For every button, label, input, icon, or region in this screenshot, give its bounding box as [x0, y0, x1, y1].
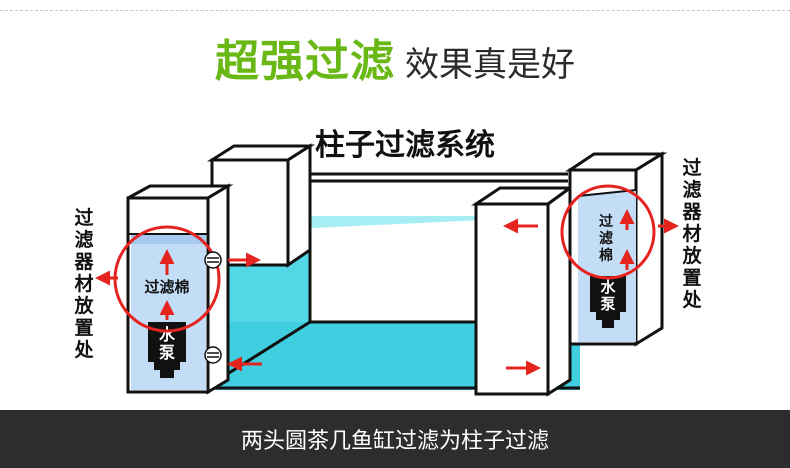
left-side-label: 过滤器材放置处	[73, 207, 94, 361]
left-pipes	[204, 251, 222, 364]
pillar-front-right	[471, 185, 575, 397]
left-pump-label-1: 水	[159, 325, 176, 344]
tank-back-rim	[308, 172, 568, 183]
right-pump: 水 泵	[590, 276, 626, 328]
system-title: 柱子过滤系统	[315, 128, 495, 163]
left-pump-label-2: 泵	[158, 343, 175, 362]
right-side-label: 过滤器材放置处	[681, 157, 702, 311]
top-dashed-divider	[0, 10, 790, 11]
right-pump-label-1: 水	[600, 278, 616, 296]
caption-bar: 两头圆茶几鱼缸过滤为柱子过滤	[0, 410, 790, 468]
right-pump-label-2: 泵	[600, 295, 615, 313]
headline: 超强过滤效果真是好	[0, 30, 790, 103]
right-cotton-label: 过滤棉	[599, 213, 613, 264]
right-pillar-arrows	[503, 218, 541, 376]
headline-normal: 效果真是好	[405, 45, 575, 85]
left-cotton-label: 过滤棉	[144, 278, 189, 296]
headline-strong: 超强过滤	[215, 36, 395, 87]
right-highlight-circle	[560, 184, 656, 280]
caption-text: 两头圆茶几鱼缸过滤为柱子过滤	[240, 429, 549, 454]
left-side-arrows	[95, 252, 262, 372]
pillar-back-left	[206, 143, 316, 268]
